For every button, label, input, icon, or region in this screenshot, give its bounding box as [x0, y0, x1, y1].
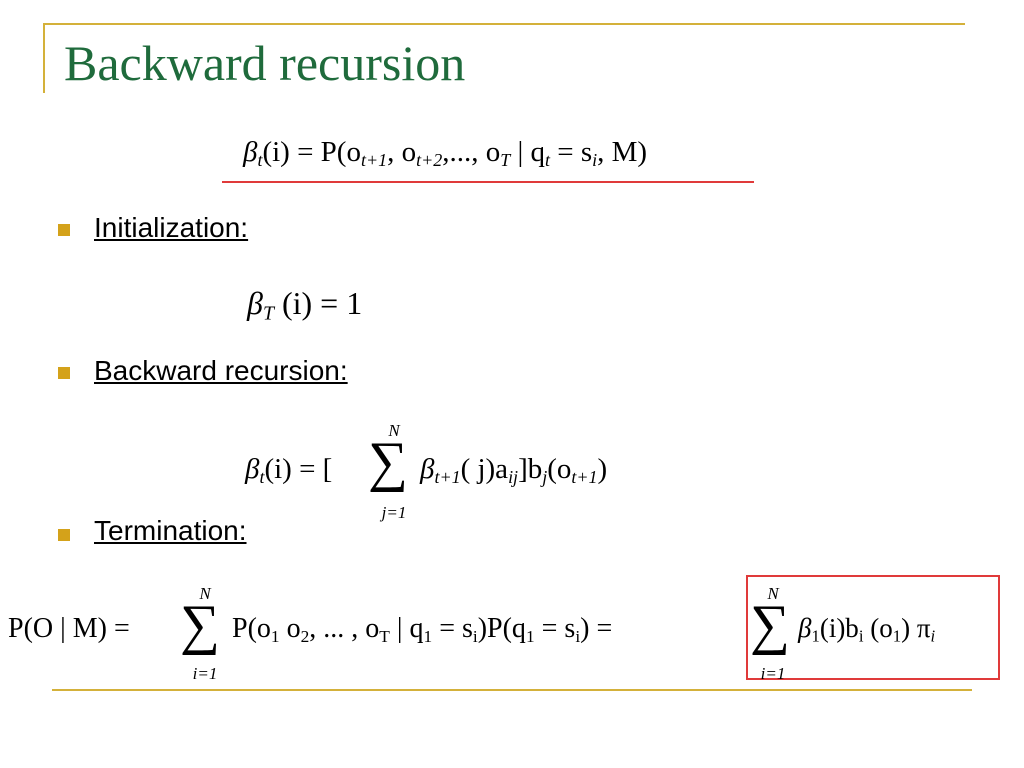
frame-left-rule [43, 23, 45, 93]
sigma-symbol: ∑ [750, 594, 790, 656]
bullet-termination: Termination: [94, 515, 247, 546]
termination-summation-2: N ∑ i=1 [750, 584, 796, 682]
bullet-marker [58, 367, 70, 379]
frame-top-rule [43, 23, 965, 25]
slide-title: Backward recursion [64, 35, 466, 91]
bullet-backward-recursion: Backward recursion: [94, 355, 348, 386]
definition-equation: βt(i) = P(ot+1, ot+2,..., oT | qt = si, … [243, 136, 648, 171]
termination-summation-1: N ∑ i=1 [180, 584, 230, 682]
recursion-summation: N ∑ j=1 [368, 421, 420, 521]
bullet-marker [58, 224, 70, 236]
bullet-marker [58, 529, 70, 541]
recursion-equation-right: βt+1( j)aij]bj(ot+1) [420, 453, 608, 488]
termination-rhs: β1(i)bi (o1) πi [798, 613, 936, 646]
definition-underline [222, 181, 754, 183]
recursion-equation-left: βt(i) = [ [245, 453, 333, 488]
sum-lower-limit: i=1 [760, 664, 786, 683]
sigma-symbol: ∑ [368, 431, 408, 493]
bullet-initialization: Initialization: [94, 212, 249, 243]
termination-middle: P(o1 o2, ... , oT | q1 = si)P(q1 = si) = [232, 613, 613, 646]
initialization-equation: βT (i) = 1 [247, 285, 363, 325]
frame-bottom-rule [52, 689, 972, 691]
sum-upper-limit: N [767, 584, 779, 603]
termination-highlight-box [746, 575, 1000, 680]
sigma-symbol: ∑ [180, 594, 220, 656]
sum-upper-limit: N [199, 584, 211, 603]
sum-lower-limit: i=1 [192, 664, 218, 683]
termination-lhs: P(O | M) = [8, 613, 130, 644]
sum-upper-limit: N [388, 421, 400, 440]
sum-lower-limit: j=1 [381, 503, 407, 522]
